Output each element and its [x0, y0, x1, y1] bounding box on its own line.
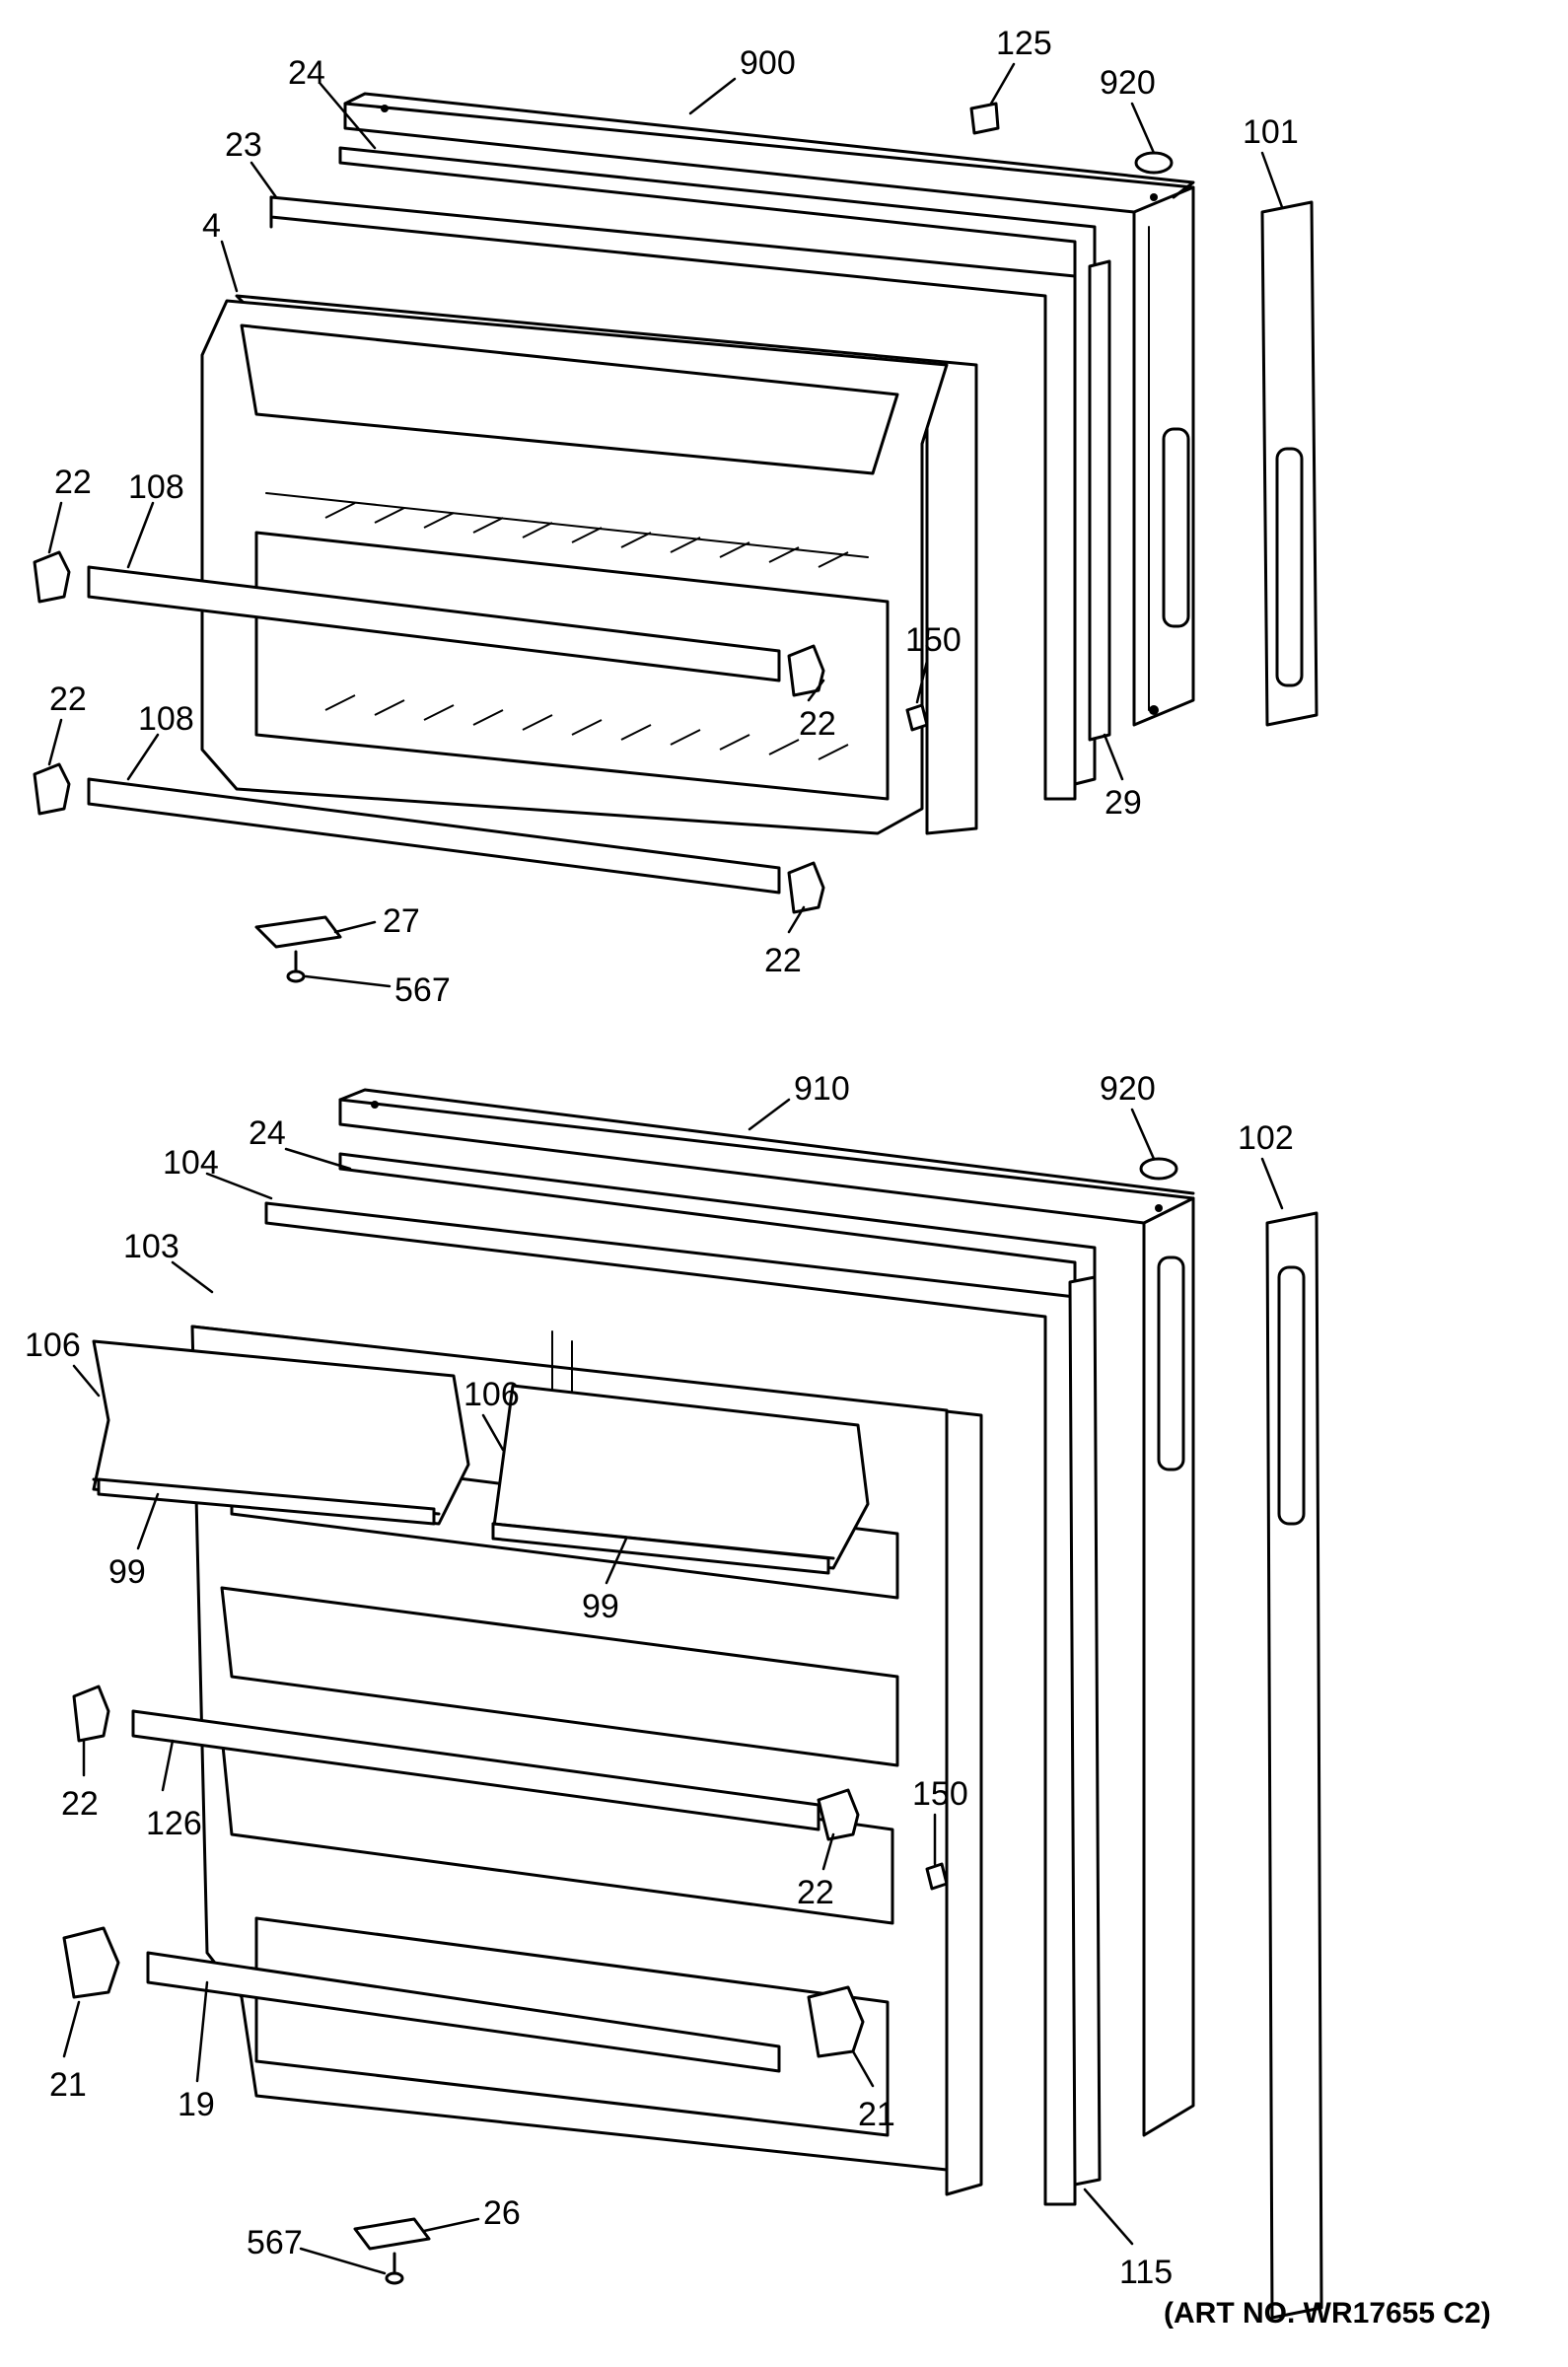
callout-900: 900	[740, 44, 796, 82]
freezer-shelf-end-d	[787, 861, 825, 914]
fresh-food-door-stop	[925, 1862, 949, 1891]
callout-22-b: 22	[799, 705, 836, 743]
callout-106-right: 106	[463, 1376, 520, 1413]
fresh-food-cap	[1139, 1157, 1178, 1181]
callout-150-bottom: 150	[912, 1775, 968, 1813]
callout-102: 102	[1238, 1119, 1294, 1157]
fresh-food-shelf-bottom	[146, 1951, 781, 2073]
fresh-food-shelf-end-a	[72, 1685, 110, 1743]
fresh-food-shelf-bottom-end-b	[807, 1985, 865, 2058]
callout-106-left: 106	[25, 1327, 81, 1364]
callout-920-top: 920	[1100, 64, 1156, 102]
fresh-food-screw	[385, 2252, 404, 2285]
callout-920-bottom: 920	[1100, 1070, 1156, 1108]
freezer-outer-panel	[343, 92, 1195, 727]
callout-24-top: 24	[288, 54, 325, 92]
freezer-cap	[1134, 151, 1174, 175]
freezer-screw	[286, 950, 306, 983]
freezer-shelf-end-c	[33, 762, 71, 816]
freezer-shelf-end-a	[33, 550, 71, 604]
callout-103: 103	[123, 1228, 179, 1265]
fresh-food-door-assembly	[62, 1088, 1323, 2320]
freezer-handle	[1260, 200, 1319, 727]
callout-22-ff-b: 22	[797, 1874, 834, 1911]
callout-104: 104	[163, 1144, 219, 1182]
freezer-shelf-end-b	[787, 644, 825, 697]
fresh-food-outer-panel	[338, 1088, 1195, 2137]
callout-101: 101	[1243, 113, 1299, 151]
callout-126: 126	[146, 1805, 202, 1842]
fresh-food-bin-front-left	[97, 1477, 436, 1526]
freezer-plug	[969, 102, 1000, 135]
callout-23: 23	[225, 126, 262, 164]
callout-108-lower: 108	[138, 700, 194, 738]
callout-125: 125	[996, 25, 1052, 62]
callout-22-a: 22	[54, 464, 92, 501]
fresh-food-shelf-bottom-end-a	[62, 1926, 120, 1999]
art-number: (ART NO. WR17655 C2)	[1164, 2297, 1491, 2330]
callout-29: 29	[1105, 784, 1142, 822]
callout-115: 115	[1119, 2254, 1173, 2291]
callout-24-bottom: 24	[249, 1114, 286, 1152]
callout-26: 26	[483, 2194, 521, 2232]
freezer-shelf-upper	[87, 565, 781, 682]
callout-567-top: 567	[394, 971, 451, 1009]
callout-99-left: 99	[108, 1553, 146, 1591]
callout-150-top: 150	[905, 621, 962, 659]
freezer-hinge-plate	[254, 915, 342, 949]
fresh-food-callouts: 910 920 102 24 104 103 106 106 99 99 22 …	[25, 1070, 1294, 2291]
callout-22-c: 22	[49, 681, 87, 718]
callout-21-b: 21	[858, 2096, 895, 2133]
callout-108-upper: 108	[128, 468, 184, 506]
fresh-food-trim-strip	[1068, 1275, 1102, 2187]
callout-22-ff-a: 22	[61, 1785, 99, 1823]
callout-22-d: 22	[764, 942, 802, 979]
fresh-food-shelf-end-b	[817, 1788, 860, 1841]
callout-567-bottom: 567	[247, 2224, 303, 2261]
callout-19: 19	[178, 2086, 215, 2123]
freezer-door-assembly	[33, 92, 1319, 983]
callout-27: 27	[383, 902, 420, 940]
freezer-gasket	[269, 195, 1077, 801]
freezer-liner-ribs	[324, 502, 849, 760]
callout-910: 910	[794, 1070, 850, 1108]
callout-99-right: 99	[582, 1588, 619, 1625]
callout-4: 4	[202, 207, 221, 245]
fresh-food-bin-front-right	[491, 1522, 830, 1575]
fresh-food-handle	[1265, 1211, 1323, 2320]
freezer-shelf-lower	[87, 777, 781, 895]
callout-21-a: 21	[49, 2066, 87, 2104]
fresh-food-hinge-plate	[353, 2217, 431, 2251]
leader-lines	[47, 62, 1284, 2275]
freezer-trim-strip	[1088, 259, 1111, 742]
freezer-liner	[200, 294, 978, 835]
freezer-callouts: 900 125 920 101 24 23 4 108 108 22 22 22…	[49, 25, 1299, 1009]
freezer-door-stop	[905, 703, 929, 732]
fresh-food-shelf	[131, 1709, 820, 1831]
